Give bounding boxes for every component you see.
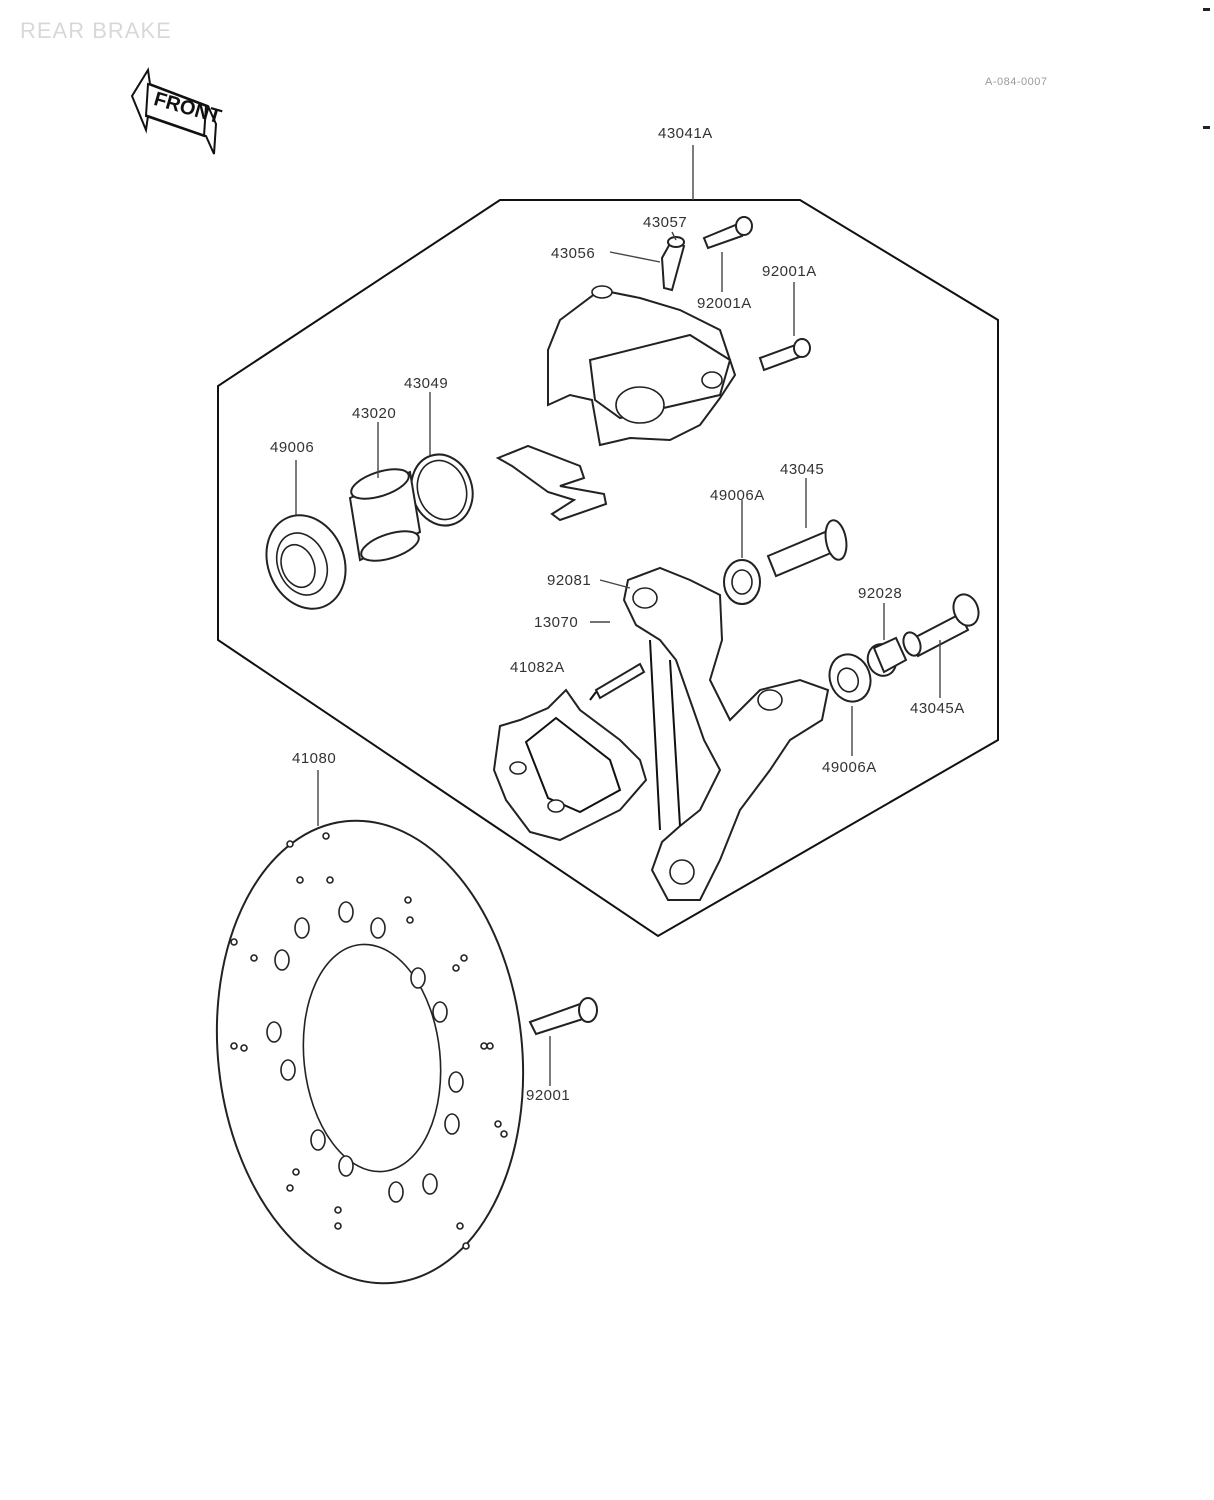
callout-43045: 43045 (780, 461, 824, 478)
right-bolt (758, 338, 811, 372)
pad-spring-clip (495, 444, 608, 522)
bleed-valve (660, 236, 686, 292)
disc-bolt (528, 997, 598, 1036)
callout-92028: 92028 (858, 585, 902, 602)
drawing-code: A-084-0007 (985, 76, 1048, 88)
caliper-assembly-outline (217, 199, 999, 938)
callout-43056: 43056 (551, 245, 595, 262)
callout-43020: 43020 (352, 405, 396, 422)
callout-92081: 92081 (547, 572, 591, 589)
callout-92001A-upper: 92001A (697, 295, 752, 312)
callout-92001A-right: 92001A (762, 263, 817, 280)
brake-disc (215, 819, 525, 1285)
piston (348, 468, 422, 562)
margin-mark-top (1203, 8, 1210, 11)
callout-43041A: 43041A (658, 125, 713, 142)
callout-49006A-upper: 49006A (710, 487, 765, 504)
collar (866, 636, 908, 677)
front-direction-arrow: FRONT (130, 67, 224, 155)
boot-upper (723, 559, 761, 605)
pad-pin (589, 662, 646, 701)
callout-49006A-lower: 49006A (822, 759, 877, 776)
caliper-body (547, 285, 737, 447)
callout-92001: 92001 (526, 1087, 570, 1104)
margin-mark-bottom (1203, 126, 1210, 129)
boot-lower (828, 653, 872, 703)
callout-41082A: 41082A (510, 659, 565, 676)
callout-43057: 43057 (643, 214, 687, 231)
callout-43049: 43049 (404, 375, 448, 392)
pin-bolt (902, 593, 980, 658)
callout-13070: 13070 (534, 614, 578, 631)
callout-41080: 41080 (292, 750, 336, 767)
brake-pad-assembly (492, 688, 648, 842)
sleeve (766, 519, 848, 578)
callout-49006: 49006 (270, 439, 314, 456)
dust-seal (265, 514, 347, 610)
callout-43045A: 43045A (910, 700, 965, 717)
upper-bolt (702, 216, 753, 250)
piston-seal (410, 453, 474, 527)
page-title: REAR BRAKE (20, 18, 172, 43)
caliper-bracket (622, 566, 830, 901)
